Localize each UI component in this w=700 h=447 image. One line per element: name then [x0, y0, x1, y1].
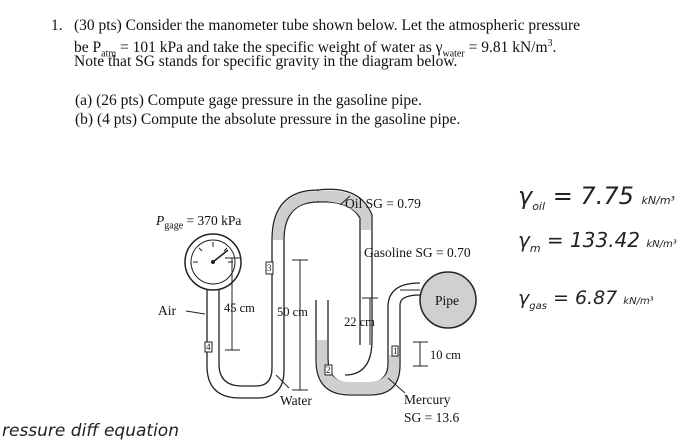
problem-line-2: be Patm = 101 kPa and take the specific …: [74, 38, 557, 60]
part-a: (a) (26 pts) Compute gage pressure in th…: [75, 92, 422, 109]
handwritten-gamma-gas: γgas = 6.87 kN/m³: [518, 287, 654, 312]
mercury-label: Mercury: [404, 392, 451, 407]
problem-number: 1.: [51, 17, 63, 34]
gasoline-pipe: [419, 271, 477, 329]
pgage-label: Pgage = 370 kPa: [156, 213, 242, 232]
point-3-label: 3: [267, 263, 272, 273]
handwritten-note: ressure diff equation: [2, 421, 179, 441]
gasoline-label: Gasoline SG = 0.70: [364, 245, 471, 260]
oil-label: Oil SG = 0.79: [345, 196, 421, 211]
mercury-sg-label: SG = 13.6: [404, 410, 460, 425]
handwritten-gamma-oil: γoil = 7.75 kN/m³: [518, 182, 675, 213]
dimension-22cm: 22 cm: [344, 315, 375, 329]
handwritten-gamma-m: γm = 133.42 kN/m³: [518, 228, 677, 255]
point-4-label: 4: [206, 342, 211, 352]
air-label: Air: [158, 303, 176, 318]
part-b: (b) (4 pts) Compute the absolute pressur…: [75, 111, 461, 128]
water-label: Water: [280, 393, 312, 408]
dimension-50cm: 50 cm: [277, 305, 308, 319]
problem-line-3: Note that SG stands for specific gravity…: [74, 53, 458, 70]
dimension-45cm: 45 cm: [224, 301, 255, 315]
dimension-10cm: 10 cm: [430, 348, 461, 362]
point-2-label: 2: [326, 365, 331, 375]
pipe-label: Pipe: [435, 293, 460, 308]
point-1-label: 1: [393, 346, 398, 356]
problem-line-1: (30 pts) Consider the manometer tube sho…: [74, 17, 581, 34]
